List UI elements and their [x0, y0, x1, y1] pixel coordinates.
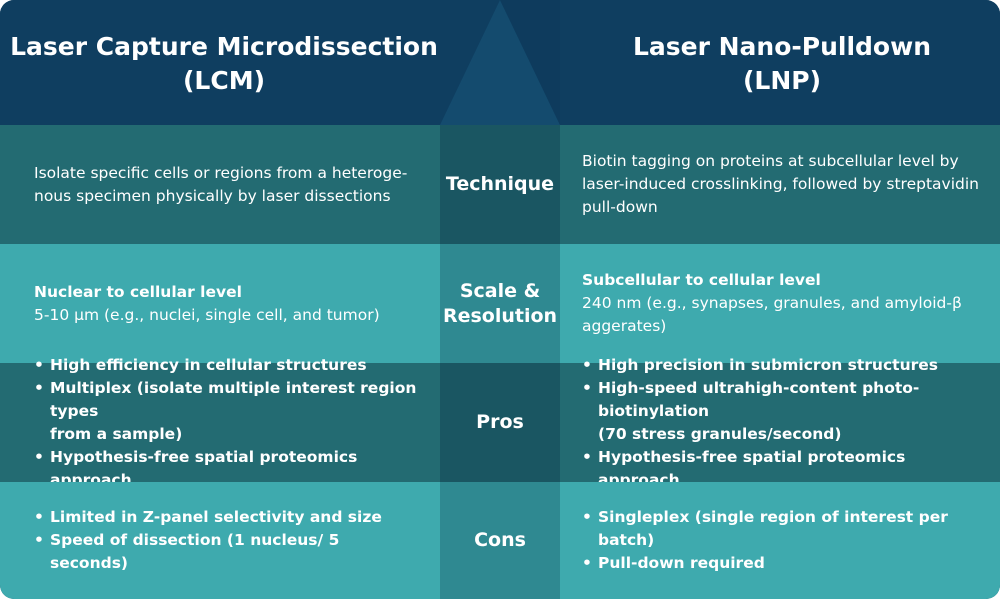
- lnp-title: Laser Nano-Pulldown (LNP): [632, 32, 932, 95]
- row-label-pros: Pros: [440, 363, 560, 482]
- list-item: • Speed of dissection (1 nucleus/ 5 seco…: [34, 531, 340, 572]
- list-item: • Limited in Z-panel selectivity and siz…: [34, 508, 382, 526]
- table-row-technique: Isolate specific cells or regions from a…: [0, 125, 1000, 244]
- lnp-cons-cell: • Singleplex (single region of interest …: [560, 482, 1000, 599]
- table-row-cons: • Limited in Z-panel selectivity and siz…: [0, 482, 1000, 599]
- table-row-pros: • High efficiency in cellular structures…: [0, 356, 1000, 489]
- list-item: • High precision in submicron structures: [582, 355, 938, 374]
- row-label-cons: Cons: [440, 482, 560, 599]
- lcm-scale-cell: Nuclear to cellular level 5-10 μm (e.g.,…: [34, 282, 380, 324]
- lcm-cons-cell: • Limited in Z-panel selectivity and siz…: [0, 482, 440, 599]
- lnp-scale-cell: Subcellular to cellular level 240 nm (e.…: [582, 271, 962, 335]
- list-item: • Singleplex (single region of interest …: [582, 508, 948, 549]
- lcm-pros-cell: • High efficiency in cellular structures…: [0, 356, 440, 489]
- list-item: • High-speed ultrahigh-content photo-bio…: [582, 378, 920, 443]
- list-item: • Multiplex (isolate multiple interest r…: [34, 378, 417, 443]
- list-item: • Pull-down required: [582, 554, 765, 572]
- lcm-technique-cell: Isolate specific cells or regions from a…: [34, 163, 408, 205]
- lcm-title: Laser Capture Microdissection (LCM): [10, 32, 438, 95]
- header-divider-triangle: [440, 0, 560, 125]
- row-label-technique: Technique: [440, 125, 560, 244]
- list-item: • High efficiency in cellular structures: [34, 355, 367, 374]
- table-header: Laser Capture Microdissection (LCM) Lase…: [0, 0, 1000, 125]
- row-label-scale-resolution: Scale & Resolution: [440, 244, 560, 363]
- lnp-pros-cell: • High precision in submicron structures…: [560, 356, 1000, 489]
- table-row-scale: Nuclear to cellular level 5-10 μm (e.g.,…: [0, 244, 1000, 363]
- lnp-technique-cell: Biotin tagging on proteins at subcellula…: [582, 152, 979, 216]
